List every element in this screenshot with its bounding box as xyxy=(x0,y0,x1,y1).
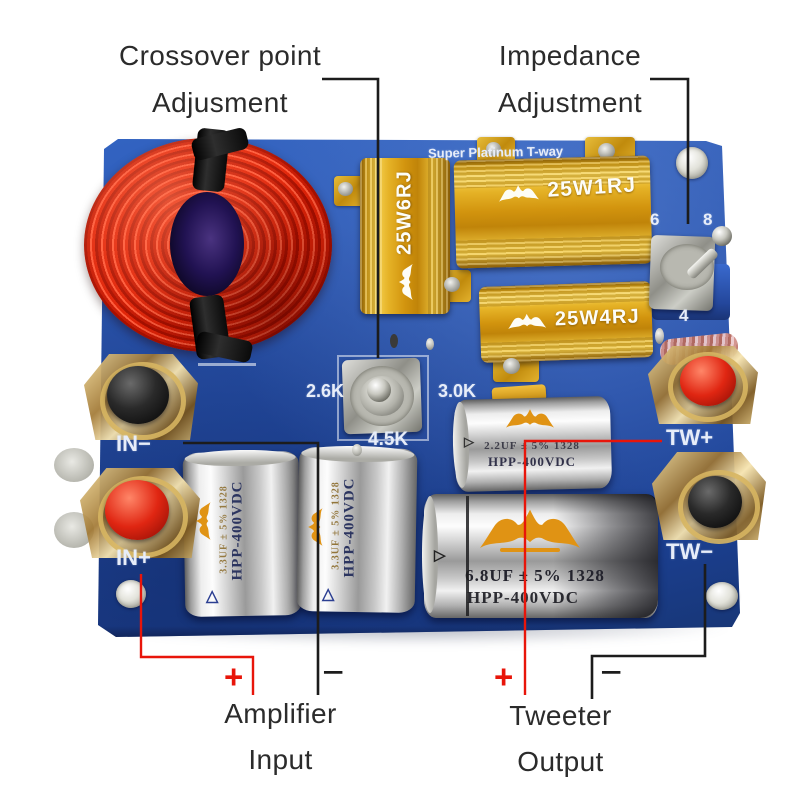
mount-screw-icon xyxy=(676,147,708,179)
screw-icon xyxy=(486,142,501,156)
brand-logo-icon xyxy=(499,185,539,202)
impedance-option-right: 8 xyxy=(703,210,713,229)
crossover-annotation-line2: Adjusment xyxy=(152,87,288,118)
switch-lever-tip xyxy=(712,226,732,246)
amplifier-minus-sign: − xyxy=(322,652,345,694)
capacitor-series: HPP-400VDC xyxy=(341,477,358,578)
amplifier-annotation-line1: Amplifier xyxy=(224,698,337,729)
component-lead-wire xyxy=(466,496,469,616)
brand-logo-icon xyxy=(196,502,211,540)
capacitor-polarity-mark: ▷ xyxy=(434,547,446,564)
capacitor-polarity-mark: △ xyxy=(206,588,219,605)
crossover-option-left: 2.6K xyxy=(306,381,345,401)
resistor-label: 25W4RJ xyxy=(554,305,641,331)
brand-logo-icon xyxy=(480,509,580,552)
binding-post-cap-black xyxy=(107,366,169,424)
amplifier-plus-sign: + xyxy=(224,658,244,695)
solder-joint xyxy=(352,444,362,456)
impedance-option-left: 6 xyxy=(650,210,660,229)
binding-post-cap-red xyxy=(680,356,736,406)
brand-logo-icon xyxy=(308,508,323,546)
brand-logo-icon xyxy=(508,313,547,330)
tweeter-plus-sign: + xyxy=(494,658,514,695)
brand-logo-icon xyxy=(398,264,413,301)
capacitor-series: HPP-400VDC xyxy=(488,454,576,469)
capacitor-value: 2.2UF ± 5% 1328 xyxy=(484,440,580,452)
input-neg-label: IN− xyxy=(116,431,151,456)
resistor-label: 25W6RJ xyxy=(393,170,416,256)
solder-joint xyxy=(655,328,664,344)
silkscreen-line xyxy=(198,363,256,366)
tweeter-pos-label: TW+ xyxy=(666,425,714,450)
edge-washer xyxy=(54,448,94,482)
screw-icon xyxy=(503,358,520,374)
crossover-option-right: 3.0K xyxy=(438,381,477,401)
capacitor-value: 3.3UF ± 5% 1328 xyxy=(218,485,230,574)
solder-joint xyxy=(426,338,434,350)
tweeter-annotation-line1: Tweeter xyxy=(509,700,612,731)
mount-screw-icon xyxy=(706,582,738,610)
solder-joint xyxy=(390,334,398,348)
tweeter-annotation-line2: Output xyxy=(517,746,604,777)
screw-icon xyxy=(598,143,615,159)
tweeter-neg-label: TW− xyxy=(666,539,714,564)
capacitor-series: HPP-400VDC xyxy=(229,480,246,581)
capacitor-polarity-mark: △ xyxy=(322,586,335,603)
capacitor-value: 3.3UF ± 5% 1328 xyxy=(330,481,342,570)
switch-lever-tip xyxy=(367,378,391,402)
brand-logo-icon xyxy=(506,409,554,428)
impedance-annotation-line2: Adjustment xyxy=(497,87,643,118)
impedance-annotation-line1: Impedance xyxy=(498,40,642,71)
screw-icon xyxy=(338,182,353,196)
resistor-label: 25W1RJ xyxy=(546,173,637,202)
tweeter-minus-sign: − xyxy=(600,652,623,694)
mount-screw-icon xyxy=(116,580,146,608)
binding-post-cap-black xyxy=(688,476,742,528)
screw-icon xyxy=(444,277,460,292)
impedance-option-bottom: 4 xyxy=(679,306,689,325)
resistor-25w1rj: 25W1RJ xyxy=(453,155,653,269)
resistor-25w6rj: 25W6RJ xyxy=(360,158,450,314)
resistor-25w4rj: 25W4RJ xyxy=(478,281,654,363)
switch-silkscreen-outline xyxy=(337,355,429,441)
input-pos-label: IN+ xyxy=(116,545,151,570)
inductor-coil-core xyxy=(170,192,244,296)
amplifier-annotation-line2: Input xyxy=(248,744,313,775)
capacitor-polarity-mark: ▷ xyxy=(464,434,474,449)
crossover-annotation-line1: Crossover point xyxy=(118,40,322,71)
binding-post-cap-red xyxy=(105,480,169,540)
crossover-option-bottom: 4.5K xyxy=(368,429,409,450)
capacitor-series: HPP-400VDC xyxy=(467,588,579,607)
